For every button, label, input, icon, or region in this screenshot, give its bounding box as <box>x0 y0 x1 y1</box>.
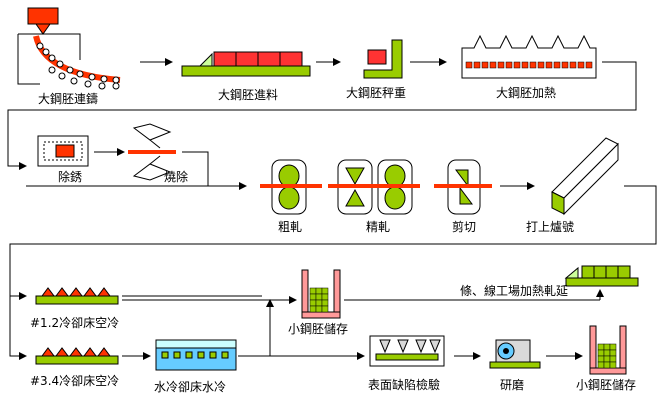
rolling-plant-icon <box>564 265 639 287</box>
cooling-bed-icon <box>35 347 119 365</box>
label-water-cooling: 水冷卻床水冷 <box>154 380 227 394</box>
billet-storage-icon <box>301 269 341 319</box>
label-grinding: 研磨 <box>500 378 525 392</box>
label-inspection: 表面缺陷檢驗 <box>368 378 441 392</box>
slab-scale-icon <box>363 39 403 79</box>
label-billet-storage-2: 小鋼胚儲存 <box>576 378 637 392</box>
label-rough-roll: 粗軋 <box>278 220 303 234</box>
cooling-bed-icon <box>35 287 119 305</box>
flow-arrow <box>182 151 247 190</box>
marked-billet-icon <box>551 137 619 216</box>
label-cooling-bed-12: #1.2冷卻床空冷 <box>30 316 120 330</box>
continuous-caster-icon <box>17 7 121 90</box>
label-slab-heat: 大鋼胚加熱 <box>496 86 557 100</box>
label-rolling-plants: 條、線工場加熱軋延 <box>460 284 569 298</box>
label-finish-roll: 精軋 <box>366 220 391 234</box>
reheating-furnace-icon <box>461 34 597 79</box>
label-burn-off: 燒除 <box>164 170 189 184</box>
slab-feed-icon <box>181 51 311 77</box>
label-shear: 剪切 <box>452 220 477 234</box>
label-cooling-bed-34: #3.4冷卻床空冷 <box>30 374 120 388</box>
label-slab-weigh: 大鋼胚秤重 <box>346 86 407 100</box>
inspection-icon <box>369 335 445 367</box>
label-slab-feed: 大鋼胚進料 <box>218 88 279 102</box>
label-continuous-casting: 大鋼胚連鑄 <box>38 92 99 106</box>
grinder-icon <box>489 339 541 369</box>
torch-icon <box>128 123 176 181</box>
flow-arrow <box>9 185 657 300</box>
descaler-icon <box>37 135 89 167</box>
label-marking: 打上爐號 <box>526 220 575 234</box>
billet-storage-icon <box>589 325 627 375</box>
water-cooling-bed-icon <box>155 339 237 371</box>
label-descale: 除銹 <box>58 170 83 184</box>
flow-arrow <box>9 296 27 360</box>
flow-arrow <box>7 61 637 170</box>
label-billet-storage-1: 小鋼胚儲存 <box>288 322 349 336</box>
